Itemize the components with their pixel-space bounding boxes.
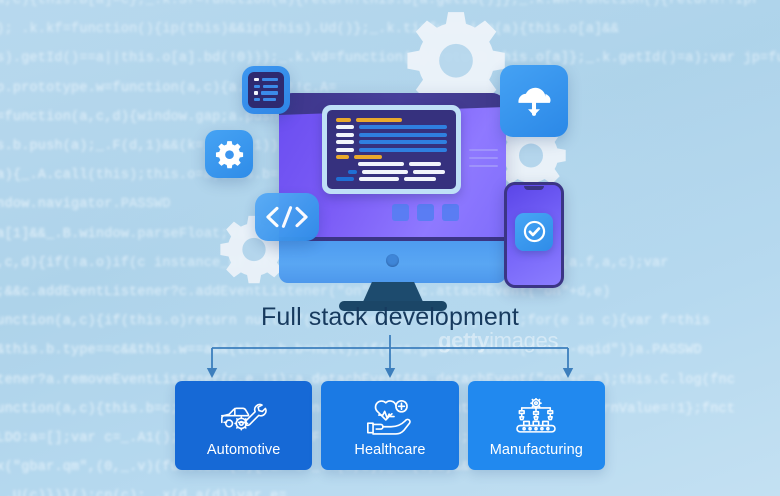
check-circle-icon[interactable] xyxy=(515,212,553,251)
terminal-code-badge[interactable] xyxy=(242,66,290,114)
cloud-download-icon xyxy=(518,87,551,116)
code-brackets-icon xyxy=(266,206,308,228)
page-title: Full stack development xyxy=(261,303,519,331)
monitor-power-button[interactable] xyxy=(386,254,399,267)
code-editor-window xyxy=(322,105,461,194)
card-manufacturing[interactable]: Manufacturing xyxy=(467,381,605,470)
gear-icon xyxy=(215,140,243,168)
cloud-download-badge[interactable] xyxy=(500,65,568,137)
phone-notch xyxy=(524,186,544,190)
industry-cards: Automotive Healthcare xyxy=(175,381,605,470)
smartphone xyxy=(504,182,564,288)
gear-top-large-icon xyxy=(404,8,508,112)
card-healthcare[interactable]: Healthcare xyxy=(321,381,459,470)
code-tag-badge[interactable] xyxy=(255,193,319,241)
card-label: Healthcare xyxy=(354,441,426,458)
gear-right-large-icon xyxy=(494,118,568,192)
code-list-icon xyxy=(248,72,284,108)
monitor-stand-base xyxy=(339,301,447,311)
monitor-stand-neck xyxy=(362,282,424,304)
hand-heart-plus-icon xyxy=(365,398,415,436)
code-editor-content xyxy=(327,110,456,189)
conveyor-robot-arm-icon xyxy=(512,397,560,436)
card-label: Manufacturing xyxy=(489,441,583,458)
monitor-screen-bottom-edge xyxy=(279,237,506,244)
screen-text-lines xyxy=(469,149,498,173)
card-automotive[interactable]: Automotive xyxy=(175,381,313,470)
car-wrench-gear-icon xyxy=(218,398,270,436)
card-label: Automotive xyxy=(206,441,281,458)
connector-arrows xyxy=(206,335,574,378)
desktop-monitor xyxy=(279,93,506,311)
screen-tile-squares xyxy=(392,204,459,221)
settings-badge[interactable] xyxy=(205,130,253,178)
